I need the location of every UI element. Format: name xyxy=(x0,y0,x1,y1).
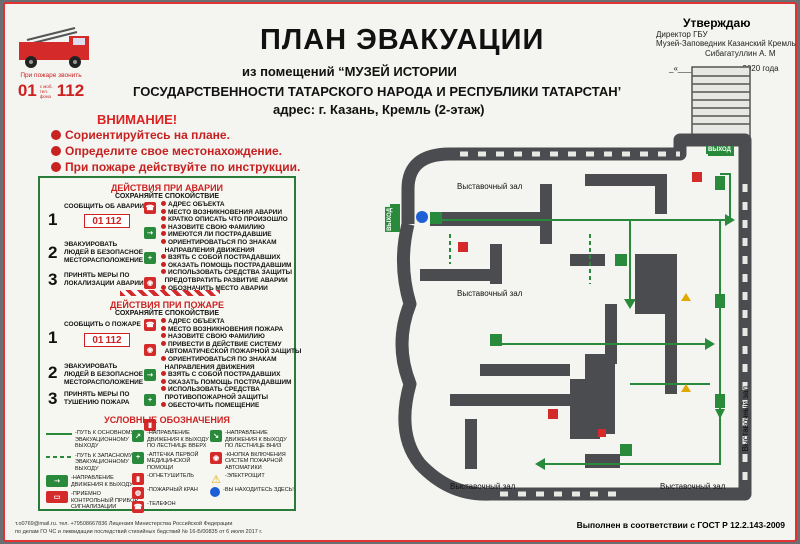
approval-l2: Музей-Заповедник Казанский Кремль xyxy=(656,39,796,48)
room-label-4: Выставочный зал xyxy=(660,482,726,491)
accident-step-2-text: ЭВАКУИРОВАТЬ ЛЮДЕЙ В БЕЗОПАСНОЕ МЕСТОРАС… xyxy=(64,241,144,264)
room-label-2: Выставочный зал xyxy=(457,289,523,298)
legend-col-3: ↘-НАПРАВЛЕНИЕ ДВИЖЕНИЯ К ВЫХОДУ ПО ЛЕСТН… xyxy=(210,430,294,497)
fire-step-2-text: ЭВАКУИРОВАТЬ ЛЮДЕЙ В БЕЗОПАСНОЕ МЕСТОРАС… xyxy=(64,363,144,386)
footer-line-1: т.о0769@mail.ru. тел. +79508667836 Лицен… xyxy=(15,521,233,527)
fire-call-caption: При пожаре звонить xyxy=(20,72,82,79)
fire-hydrant-icon: ◍ xyxy=(132,487,144,499)
extinguisher-icon: ▮ xyxy=(144,419,156,431)
attention-item-2: Определите свое местонахождение. xyxy=(51,144,282,158)
fire-phone-box: 01 112 xyxy=(84,333,130,347)
extinguisher-icon: ▮ xyxy=(132,473,144,485)
attention-item-3: При пожаре действуйте по инструкции. xyxy=(51,160,300,174)
stairs-down-icon: ↘ xyxy=(210,430,222,442)
gost-note: Выполнен в соответствии с ГОСТ Р 12.2.14… xyxy=(576,520,785,530)
phone-01: 01 xyxy=(17,81,37,100)
fire-subheading: СОХРАНЯЙТЕ СПОКОЙСТВИЕ xyxy=(114,310,220,317)
fire-step-3-number: 3 xyxy=(48,389,58,408)
legend-col-1: -ПУТЬ К ОСНОВНОМУ ЭВАКУАЦИОННОМУ ВЫХОДУ … xyxy=(46,430,138,511)
room-label-3: Выставочный зал xyxy=(450,482,516,491)
hazard-stripe xyxy=(120,290,220,296)
accident-step-2-number: 2 xyxy=(48,243,58,262)
alarm-button-icon: ◉ xyxy=(210,451,222,464)
stairs-up-icon: ↗ xyxy=(132,430,144,442)
exit-label: ВЫХОД xyxy=(706,146,733,154)
attention-heading: ВНИМАНИЕ! xyxy=(97,112,178,127)
approval-l3: Сибагатуллин А. М xyxy=(705,49,776,58)
accident-actions: АДРЕС ОБЪЕКТА МЕСТО ВОЗНИКНОВЕНИЯ АВАРИИ… xyxy=(161,201,292,292)
telephone-icon: ☎ xyxy=(132,501,144,513)
exit-icon: ⇢ xyxy=(144,369,156,381)
first-aid-icon: + xyxy=(132,451,144,464)
accident-step-3-text: ПРИНЯТЬ МЕРЫ ПО ЛОКАЛИЗАЦИИ АВАРИИ xyxy=(64,272,144,287)
you-are-here-icon xyxy=(210,487,220,497)
instructions-panel: ДЕЙСТВИЯ ПРИ АВАРИИ СОХРАНЯЙТЕ СПОКОЙСТВ… xyxy=(38,176,301,513)
mobile-note: с моб. тел. фона xyxy=(39,83,53,99)
you-are-here-marker xyxy=(416,211,428,223)
evacuation-plan-sign: При пожаре звонить 01 с моб. тел. фона 1… xyxy=(3,2,797,542)
accident-icons: ☎ ⇢ + ◉ xyxy=(144,202,156,289)
fire-alarm-icon: ◉ xyxy=(144,277,156,289)
approval-l1: Директор ГБУ xyxy=(656,30,708,39)
approval-heading: Утверждаю xyxy=(683,16,751,30)
fire-heading: ДЕЙСТВИЯ ПРИ ПОЖАРЕ xyxy=(109,300,225,310)
footer-line-2: по делам ГО ЧС и ликвидации последствий … xyxy=(15,529,263,535)
fire-step-3-text: ПРИНЯТЬ МЕРЫ ПО ТУШЕНИЮ ПОЖАРА xyxy=(64,391,130,406)
fire-actions: АДРЕС ОБЪЕКТА МЕСТО ВОЗНИКНОВЕНИЯ ПОЖАРА… xyxy=(161,318,301,409)
fire-button-icon: ◉ xyxy=(144,344,156,356)
subtitle-line2: ГОСУДАРСТВЕННОСТИ ТАТАРСКОГО НАРОДА И РЕ… xyxy=(133,84,622,99)
phone-icon: ☎ xyxy=(144,202,156,214)
legend-col-2: ↗-НАПРАВЛЕНИЕ ДВИЖЕНИЯ К ВЫХОДУ ПО ЛЕСТН… xyxy=(132,430,209,513)
first-aid-icon: + xyxy=(144,252,156,264)
stairwell xyxy=(691,66,751,138)
phone-112: 112 xyxy=(56,81,85,100)
fire-icons: ☎ ◉ ⇢ + ▮ xyxy=(144,319,156,431)
room-label-5: Выставочный зал xyxy=(741,386,750,452)
phone-icon: ☎ xyxy=(144,319,156,331)
first-aid-icon: + xyxy=(144,394,156,406)
page-title: ПЛАН ЭВАКУАЦИИ xyxy=(260,24,545,56)
exit-label-vertical: ВЫХОД xyxy=(385,207,395,232)
fire-step-1-number: 1 xyxy=(48,328,58,347)
emergency-numbers: 01 с моб. тел. фона 112 xyxy=(15,81,87,101)
accident-step-1-text: СООБЩИТЬ ОБ АВАРИИ xyxy=(64,203,145,210)
accident-phone-box: 01 112 xyxy=(84,214,130,228)
attention-item-1: Сориентируйтесь на плане. xyxy=(51,128,230,142)
fire-step-1-text: СООБЩИТЬ О ПОЖАРЕ xyxy=(64,321,141,328)
electric-panel-icon: ⚠ xyxy=(211,473,221,486)
floor-plan xyxy=(390,66,752,501)
accident-step-3-number: 3 xyxy=(48,270,58,289)
accident-subheading: СОХРАНЯЙТЕ СПОКОЙСТВИЕ xyxy=(114,193,220,200)
legend-heading: УСЛОВНЫЕ ОБОЗНАЧЕНИЯ xyxy=(104,415,230,425)
fire-step-2-number: 2 xyxy=(48,363,58,382)
subtitle-line1: из помещений “МУЗЕЙ ИСТОРИИ xyxy=(242,64,457,79)
accident-heading: ДЕЙСТВИЯ ПРИ АВАРИИ xyxy=(110,183,224,193)
exit-icon: ⇢ xyxy=(144,227,156,239)
firetruck-icon xyxy=(13,26,93,74)
room-label-1: Выставочный зал xyxy=(457,182,523,191)
accident-step-1-number: 1 xyxy=(48,210,58,229)
address-line: адрес: г. Казань, Кремль (2-этаж) xyxy=(273,102,485,117)
